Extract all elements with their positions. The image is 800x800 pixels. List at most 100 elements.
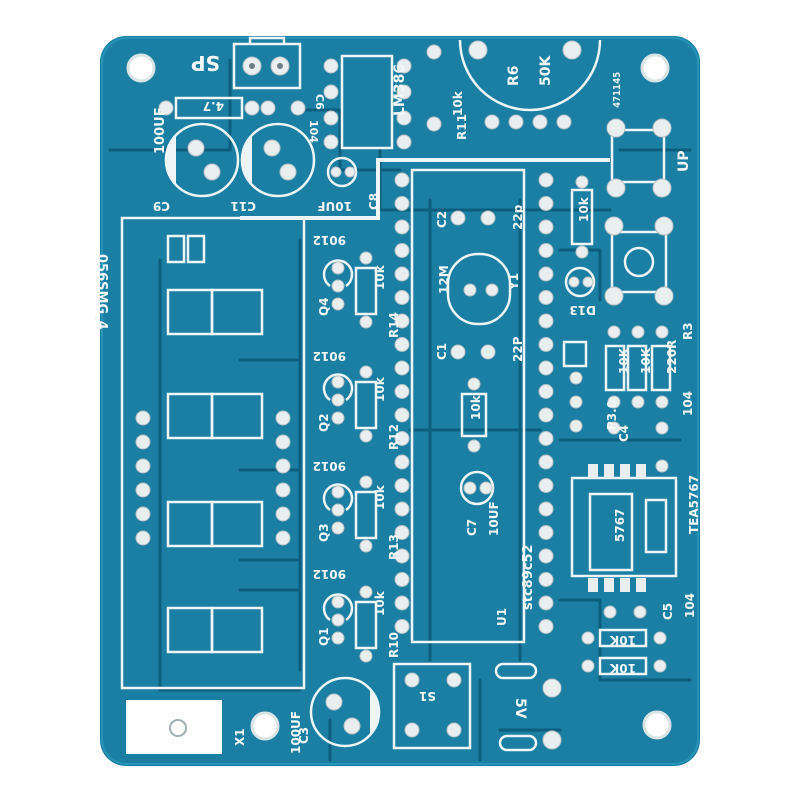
mcu-pin xyxy=(394,243,410,258)
label-r3-value: 220R xyxy=(665,340,679,374)
mcu-pin xyxy=(538,384,554,399)
mcu-pin xyxy=(538,196,554,211)
label-10k-a: 10K xyxy=(617,347,631,374)
transistor-group xyxy=(322,251,378,329)
label-q2: Q2 xyxy=(317,413,331,432)
silkscreen-labels: SP LM386 R6 50K 471145 UP 100UF C9 C11 4… xyxy=(94,51,701,754)
label-r-10k-right: 10k xyxy=(577,196,591,222)
mcu-pin xyxy=(538,548,554,564)
display-outline xyxy=(120,216,306,690)
label-tea-module: 5767 xyxy=(613,509,627,542)
label-c5-value: 104 xyxy=(683,593,697,618)
label-up: UP xyxy=(676,150,692,172)
mcu-pin xyxy=(394,172,410,188)
label-c9: C9 xyxy=(153,199,170,213)
label-q3: Q3 xyxy=(317,523,331,542)
mcu-pin xyxy=(394,572,410,587)
transistor-group xyxy=(322,365,378,443)
label-r6: R6 xyxy=(506,65,522,86)
mcu-pin xyxy=(394,266,410,282)
mcu-pin xyxy=(394,337,410,352)
crystal-y1 xyxy=(446,252,512,326)
label-r10-value: 10k xyxy=(373,590,387,616)
bottom-right-resistors xyxy=(581,605,667,676)
label-tea5767: TEA5767 xyxy=(687,475,701,534)
mcu-socket xyxy=(394,172,554,634)
label-c6-value: 104 xyxy=(307,120,320,143)
mcu-pin xyxy=(538,454,554,470)
label-batch: 471145 xyxy=(612,72,623,108)
mcu-pin xyxy=(394,196,410,211)
mcu-pin xyxy=(538,572,554,587)
label-y1: Y1 xyxy=(507,273,521,291)
label-c8-value: 10UF xyxy=(317,199,352,213)
label-r14: R14 xyxy=(387,312,401,338)
label-c3: C3 xyxy=(297,727,311,744)
silkscreen-divider xyxy=(240,158,610,220)
mcu-pin xyxy=(394,290,410,305)
mcu-pin xyxy=(538,595,554,611)
transistor-column xyxy=(322,251,378,663)
label-u1: U1 xyxy=(495,608,509,626)
mcu-pin xyxy=(538,290,554,305)
label-r12-value: 10k xyxy=(373,376,387,402)
label-c6: C6 xyxy=(313,94,326,110)
label-c7: C7 xyxy=(465,519,479,536)
electrolytic-caps-top xyxy=(164,122,358,198)
mcu-pin xyxy=(394,384,410,399)
label-r14-value: 10k xyxy=(373,264,387,290)
mcu-pin xyxy=(394,595,410,611)
mcu-pin xyxy=(538,360,554,376)
label-r11: R11 xyxy=(455,114,469,140)
mcu-pin xyxy=(394,219,410,235)
mcu-pin xyxy=(394,431,410,446)
mcu-pin xyxy=(538,619,554,634)
mcu-pin xyxy=(394,525,410,540)
label-q1: Q1 xyxy=(317,627,331,646)
board-edge xyxy=(101,37,699,765)
label-r12: R12 xyxy=(387,424,401,450)
label-res-10k-a: 10K xyxy=(609,633,636,647)
label-r10: R10 xyxy=(387,632,401,658)
mcu-pin xyxy=(394,454,410,470)
mcu-pin xyxy=(538,266,554,282)
mcu-pin xyxy=(394,548,410,564)
label-r-10k-mid: 10k xyxy=(469,394,483,420)
label-lm386: LM386 xyxy=(392,64,408,116)
label-x1: X1 xyxy=(233,728,247,746)
transistor-group xyxy=(322,585,378,663)
label-r3: R3 xyxy=(681,322,695,340)
label-c3-value: 100UF xyxy=(289,711,303,754)
transistor-group xyxy=(322,475,378,553)
label-c1-value: 22P xyxy=(511,336,525,362)
mcu-pin xyxy=(538,337,554,352)
right-resistors xyxy=(562,175,672,435)
small-caps xyxy=(450,210,496,506)
label-y1-value: 12M xyxy=(437,265,451,294)
mcu-pin xyxy=(538,219,554,235)
label-q1-part: 9012 xyxy=(313,567,346,581)
label-q4: Q4 xyxy=(317,297,331,316)
label-r11-value: 10k xyxy=(451,90,465,116)
label-r13-value: 10k xyxy=(373,484,387,510)
label-q2-part: 9012 xyxy=(313,349,346,363)
mcu-pin xyxy=(538,478,554,493)
label-q3-part: 9012 xyxy=(313,459,346,473)
label-res-10k-b: 10K xyxy=(609,661,636,675)
mcu-pin xyxy=(538,313,554,329)
label-10k-b: 10K xyxy=(639,347,653,374)
label-u1-value: stc89c52 xyxy=(521,544,536,610)
label-c4: C4 xyxy=(617,425,631,442)
top-left-parts xyxy=(158,44,442,132)
mcu-pin xyxy=(538,172,554,188)
display-pins xyxy=(135,410,291,546)
mcu-pin xyxy=(538,431,554,446)
mcu-pin xyxy=(394,501,410,517)
r6-potentiometer xyxy=(458,39,602,130)
mounting-holes xyxy=(126,53,672,741)
label-5v: 5V xyxy=(512,698,528,719)
label-c5: C5 xyxy=(661,603,675,620)
label-c1: C1 xyxy=(435,343,449,360)
label-q4-part: 9012 xyxy=(313,233,346,247)
